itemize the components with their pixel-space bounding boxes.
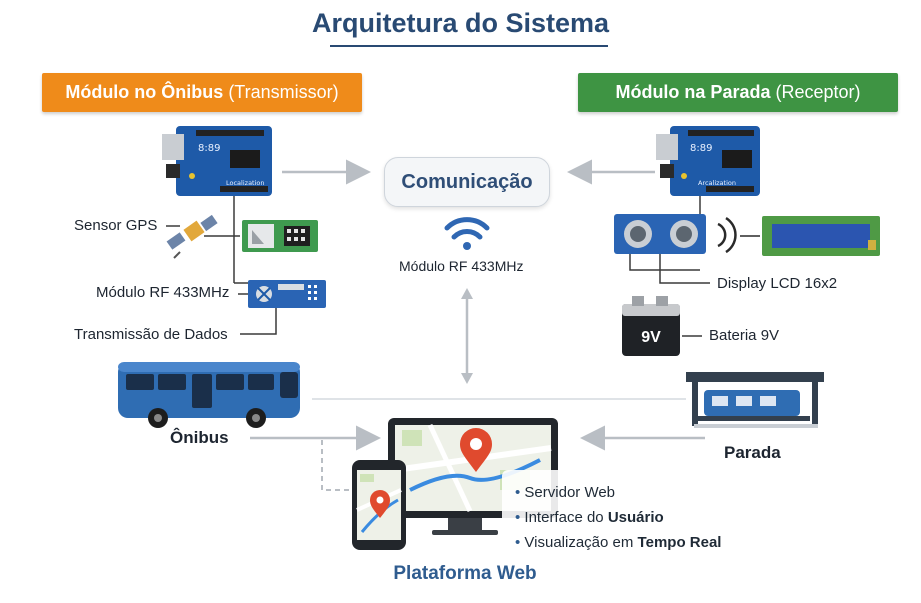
bus-stop-icon <box>686 372 824 428</box>
stop-module-header: Módulo na Parada (Receptor) <box>578 73 898 112</box>
bus-rf-label: Módulo RF 433MHz <box>96 284 230 301</box>
features-list: Servidor Web Interface do Usuário Visual… <box>515 480 721 555</box>
gps-sensor-label: Sensor GPS <box>74 217 158 234</box>
bus-arduino-board-icon: 8:89 <box>162 126 272 196</box>
stop-arduino-board-icon: 8:89 <box>656 126 760 196</box>
tx-wire <box>240 306 277 335</box>
lcd-display-label: Display LCD 16x2 <box>717 275 838 292</box>
feature-item: Servidor Web <box>515 480 721 505</box>
bus-label: Ônibus <box>170 428 229 447</box>
stop-module-header-bold: Módulo na Parada <box>615 82 771 102</box>
communication-box: Comunicação <box>384 157 550 207</box>
rf-receiver-module-icon <box>614 214 706 254</box>
lcd-display-icon <box>762 216 880 256</box>
bus-module-header-bold: Módulo no Ônibus <box>65 82 224 102</box>
stop-board-label: Arcalization <box>698 179 736 187</box>
feature-item: Visualização em Tempo Real <box>515 530 721 555</box>
title-underline <box>330 45 608 47</box>
bus-board-label: Localization <box>226 179 265 187</box>
battery-voltage-text: 9V <box>641 329 661 346</box>
bus-module-header-sub: (Transmissor) <box>228 82 339 102</box>
svg-text:8:89: 8:89 <box>690 143 712 154</box>
battery-label: Bateria 9V <box>709 327 780 344</box>
stop-label: Parada <box>724 443 781 462</box>
location-pin-icon <box>460 428 492 472</box>
comm-arrowhead-up <box>461 288 473 299</box>
gps-module-icon <box>242 220 318 252</box>
feature-item: Interface do Usuário <box>515 505 721 530</box>
data-transmission-label: Transmissão de Dados <box>74 326 228 343</box>
web-arrowhead-down <box>461 373 473 384</box>
diagram-title: Arquitetura do Sistema <box>311 8 610 38</box>
battery-icon <box>622 296 680 356</box>
smartphone-icon <box>352 460 406 550</box>
rf-module-icon <box>248 280 326 308</box>
svg-text:8:89: 8:89 <box>198 143 220 154</box>
comm-rf-label: Módulo RF 433MHz <box>399 258 524 274</box>
bus-module-header: Módulo no Ônibus (Transmissor) <box>42 73 362 112</box>
wifi-icon <box>444 217 490 250</box>
bus-icon <box>118 362 300 428</box>
signal-waves-icon <box>717 216 760 254</box>
stop-module-header-sub: (Receptor) <box>775 82 861 102</box>
dashed-link <box>321 440 355 491</box>
web-platform-title: Plataforma Web <box>393 563 537 584</box>
satellite-icon <box>166 214 218 259</box>
